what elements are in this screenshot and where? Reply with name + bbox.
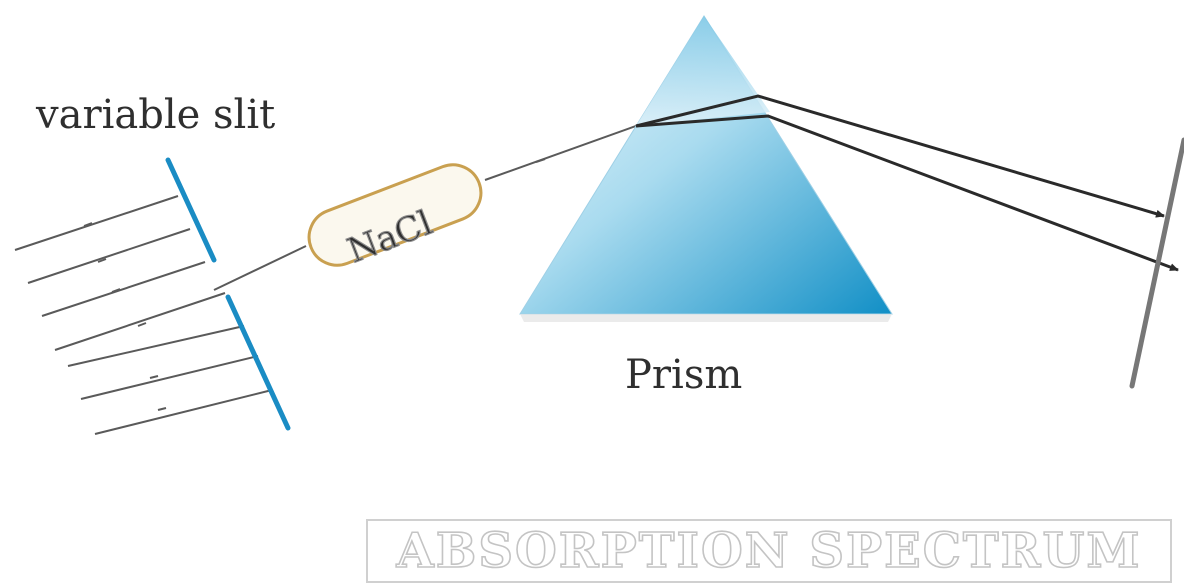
incoming-ray xyxy=(14,195,179,251)
beam-to-prism xyxy=(484,125,637,181)
title-banner: ABSORPTION SPECTRUM xyxy=(366,519,1172,583)
refracted-rays xyxy=(635,94,1179,272)
variable-slit xyxy=(165,157,291,431)
prism xyxy=(519,15,893,322)
incoming-ray xyxy=(94,389,273,435)
incoming-ray xyxy=(67,325,245,367)
incoming-ray xyxy=(54,292,226,351)
diagram-title: ABSORPTION SPECTRUM xyxy=(396,522,1142,580)
incoming-ray xyxy=(41,261,206,317)
nacl-sample-cell xyxy=(307,163,483,267)
slit-upper-blade xyxy=(165,157,217,263)
variable-slit-label: variable slit xyxy=(35,92,275,138)
incoming-ray xyxy=(80,355,259,400)
refracted-ray-lower xyxy=(635,114,1179,272)
incoming-ray xyxy=(27,228,191,284)
slit-lower-blade xyxy=(225,294,291,431)
prism-label: Prism xyxy=(625,352,742,398)
refracted-ray-upper xyxy=(635,94,1165,218)
incoming-rays xyxy=(14,195,273,435)
detector-screen xyxy=(1129,137,1184,389)
beam-to-sample xyxy=(213,245,307,291)
